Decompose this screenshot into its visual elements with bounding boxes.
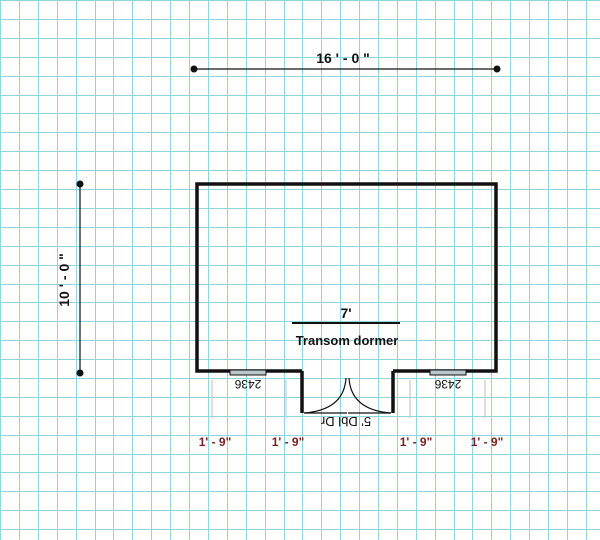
door-label: 5' Dbl Dr <box>320 414 371 429</box>
dormer: 7' Transom dormer <box>292 305 400 348</box>
segment-label: 1' - 9" <box>272 435 305 449</box>
width-dimension: 16 ' - 0 " <box>190 50 501 73</box>
segment-label: 1' - 9" <box>400 435 433 449</box>
dormer-width-label: 7' <box>340 305 351 321</box>
window-left-code: 2436 <box>234 377 261 391</box>
window-left-sill <box>229 369 267 376</box>
depth-dimension-label: 10 ' - 0 " <box>56 253 72 307</box>
window-right-sill <box>429 369 467 376</box>
depth-dimension-end-dot <box>76 369 84 377</box>
double-door <box>303 377 392 414</box>
segment-ticks <box>211 380 486 418</box>
depth-dimension-start-dot <box>76 180 84 188</box>
segment-labels: 1' - 9" 1' - 9" 1' - 9" 1' - 9" <box>199 435 504 449</box>
depth-dimension: 10 ' - 0 " <box>56 180 84 377</box>
width-dimension-start-dot <box>190 65 198 73</box>
width-dimension-end-dot <box>493 65 501 73</box>
segment-label: 1' - 9" <box>199 435 232 449</box>
window-left: 2436 <box>229 369 267 391</box>
wall-outline-left <box>195 182 498 373</box>
dormer-label: Transom dormer <box>296 333 399 348</box>
building-walls <box>195 182 498 413</box>
segment-label: 1' - 9" <box>471 435 504 449</box>
door-swing-arc-left <box>303 377 347 414</box>
window-right: 2436 <box>429 369 467 391</box>
window-right-code: 2436 <box>434 377 461 391</box>
width-dimension-label: 16 ' - 0 " <box>316 50 370 66</box>
door-swing-arc-right <box>348 377 392 414</box>
